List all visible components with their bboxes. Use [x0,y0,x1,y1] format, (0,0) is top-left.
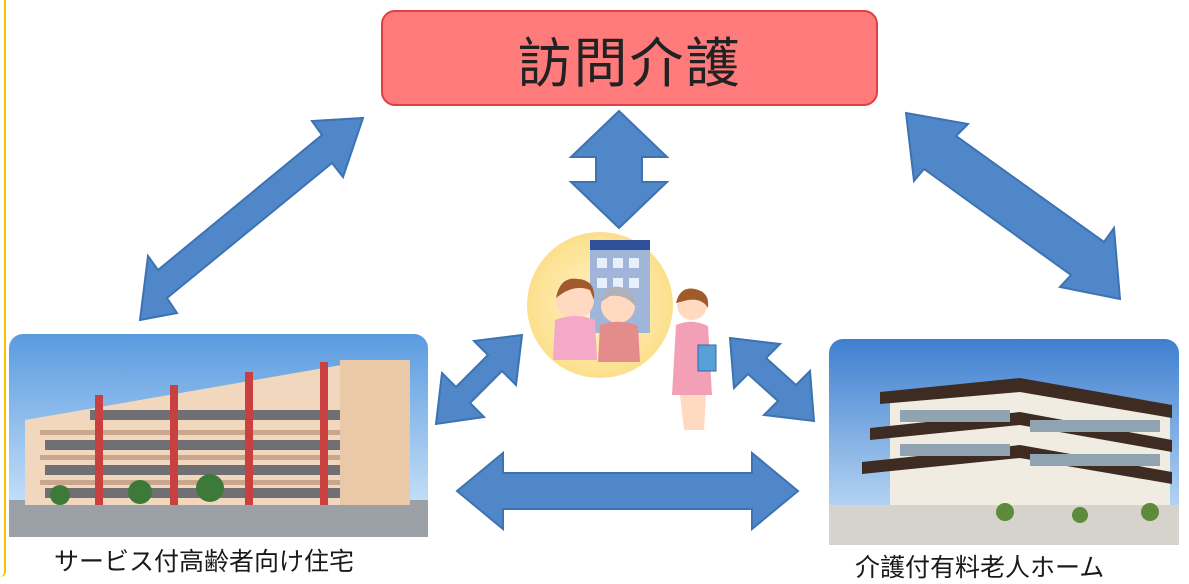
left-facility-label: サービス付高齢者向け住宅 [54,547,355,576]
title-box: 訪問介護 [381,10,878,106]
right-facility-label: 介護付有料老人ホーム [855,553,1105,582]
double-arrow-center-right [728,336,816,423]
nursing-home-building-image [829,339,1179,545]
apartment-building-image [9,334,428,537]
double-arrow-title-center [568,109,670,230]
slide-border [0,0,6,577]
double-arrow-title-left [138,116,365,322]
title-text: 訪問介護 [517,31,742,95]
double-arrow-bottom [455,450,800,532]
caregiver-and-elderly-illustration [527,232,717,430]
double-arrow-title-right [904,111,1122,301]
double-arrow-center-left [434,333,524,426]
